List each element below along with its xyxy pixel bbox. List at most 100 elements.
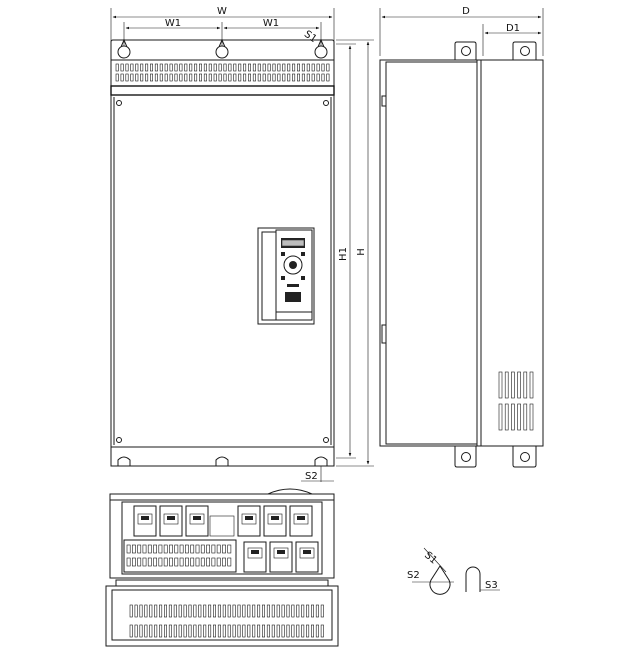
vent-slot <box>243 73 247 82</box>
vent-slot <box>198 604 202 618</box>
control-pin <box>185 557 189 567</box>
vent-slot <box>203 73 207 82</box>
power-terminal <box>295 541 319 573</box>
vent-slot <box>306 604 310 618</box>
vent-slot <box>139 624 143 638</box>
control-pin <box>147 557 152 567</box>
vent-slot <box>523 403 528 431</box>
control-pin <box>200 544 205 554</box>
bottom-slot-right <box>314 456 328 466</box>
vent-slot <box>203 604 207 618</box>
vent-slot <box>208 73 212 82</box>
control-pin <box>158 557 163 567</box>
vent-slot <box>252 73 256 82</box>
vent-slot <box>188 624 192 638</box>
vent-slot <box>301 73 305 82</box>
vent-slot <box>159 604 163 618</box>
vent-slot <box>208 604 212 618</box>
vent-slot <box>287 73 291 82</box>
dimension-h1-label: H1 <box>338 247 349 261</box>
control-pin <box>195 544 200 554</box>
control-pin <box>195 557 200 567</box>
keyhole-slot-left <box>117 38 131 59</box>
vent-slot <box>287 63 291 72</box>
vent-slot <box>189 73 193 82</box>
vent-slot <box>266 624 270 638</box>
vent-slot <box>238 73 242 82</box>
vent-slot <box>135 73 139 82</box>
vent-slot <box>504 403 509 431</box>
detail-s1-label: S1 <box>422 550 439 567</box>
keyhole-detail: S1 S2 <box>407 547 454 595</box>
terminal-screw <box>293 513 309 525</box>
control-pin <box>216 544 221 554</box>
control-board <box>123 539 237 573</box>
vent-slot <box>208 63 212 72</box>
vent-slot <box>115 73 119 82</box>
vent-slot <box>277 63 281 72</box>
vent-slot <box>184 73 188 82</box>
vent-slot <box>144 624 148 638</box>
vent-slot <box>517 371 521 399</box>
vent-slot <box>261 604 265 618</box>
terminal-screw <box>267 513 283 525</box>
dimension-h1: H1 <box>336 43 356 459</box>
keypad-logo <box>285 292 301 302</box>
vent-slot <box>194 63 198 72</box>
control-pin <box>179 544 184 554</box>
vent-slot <box>320 604 324 618</box>
terminal-block-bottom-row <box>243 541 319 573</box>
vent-slot <box>150 63 154 72</box>
vent-slot <box>145 73 149 82</box>
vent-slot <box>272 73 276 82</box>
control-pin <box>126 544 131 554</box>
hole-offset-label: S2 <box>305 471 318 482</box>
vent-slot <box>227 604 231 618</box>
bottom-view <box>105 488 339 647</box>
cover-screw-bottom-right <box>323 437 329 443</box>
vent-slot <box>271 624 275 638</box>
vent-slot <box>282 73 286 82</box>
vent-slot <box>222 604 226 618</box>
control-pin <box>132 544 136 554</box>
vent-slot <box>311 73 315 82</box>
vent-slot <box>115 63 119 72</box>
terminal-divider <box>209 515 235 537</box>
vent-slot <box>164 624 168 638</box>
power-terminal <box>263 505 287 537</box>
vent-slot <box>174 63 178 72</box>
vent-slot <box>193 624 197 638</box>
vent-slot <box>159 73 163 82</box>
vent-slot <box>227 624 231 638</box>
keypad-panel <box>257 227 315 325</box>
power-terminal <box>289 505 313 537</box>
dimension-d1-label: D1 <box>506 23 520 34</box>
vent-slot <box>292 73 296 82</box>
vent-slot <box>222 624 226 638</box>
front-cover <box>110 94 335 448</box>
dimension-h-label: H <box>356 248 367 256</box>
vent-slot <box>130 63 134 72</box>
power-terminal <box>159 505 183 537</box>
vent-slot <box>169 73 173 82</box>
terminal-block-top-row <box>133 505 313 537</box>
vent-slot <box>498 403 503 431</box>
vent-slot <box>168 604 172 618</box>
control-pin <box>222 544 226 554</box>
vent-slot <box>277 73 281 82</box>
vent-slot <box>174 73 178 82</box>
vent-slot <box>301 63 305 72</box>
dimension-w-label: W <box>217 6 227 17</box>
vent-slot <box>173 624 177 638</box>
vent-slot <box>267 73 271 82</box>
keyhole-slot-center <box>215 38 229 59</box>
dimension-h: H <box>336 39 374 467</box>
vent-slot <box>286 604 290 618</box>
terminal-screw-head <box>277 550 285 554</box>
vent-slot <box>184 63 188 72</box>
vent-slot <box>179 73 183 82</box>
dimension-w1: W1 W1 <box>123 18 322 46</box>
vent-slot <box>199 63 203 72</box>
keypad-dial-icon <box>283 255 303 275</box>
detail-s2-label: S2 <box>407 570 420 581</box>
